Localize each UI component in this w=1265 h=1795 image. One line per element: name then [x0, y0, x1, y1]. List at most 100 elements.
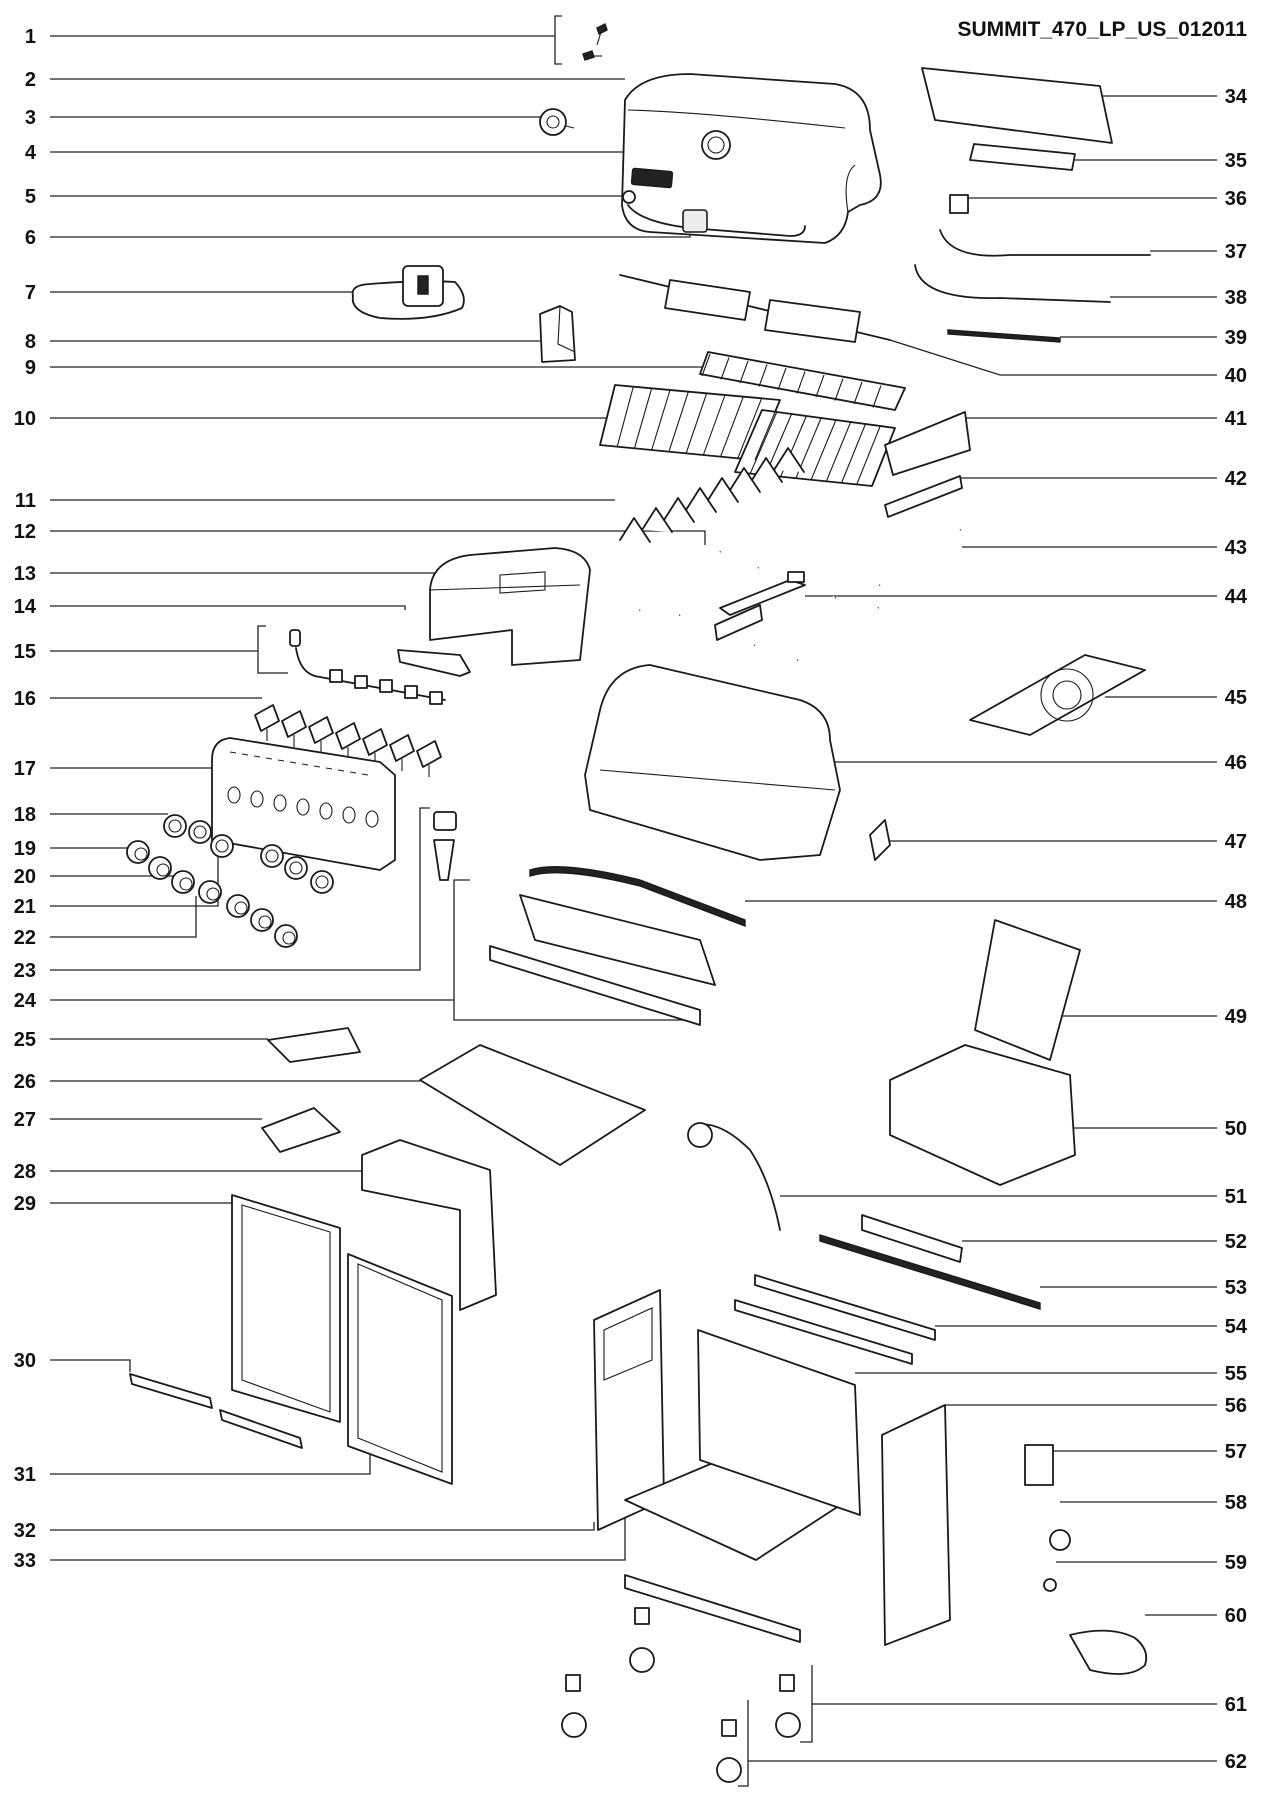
callout-number: 32 [14, 1520, 36, 1542]
callout-number: 43 [1225, 537, 1247, 559]
leader-line [50, 836, 219, 907]
part-thermometer [539, 108, 575, 136]
part-side-burner-box [889, 919, 1081, 1186]
leader-line [50, 1515, 626, 1561]
part-left-door [231, 1194, 341, 1423]
callout-number: 46 [1225, 752, 1247, 774]
leader-line [50, 1522, 595, 1531]
part-handle-35 [969, 143, 1076, 171]
callout-number: 4 [25, 142, 37, 164]
part-front-rail [624, 1574, 801, 1643]
part-rotisserie-spit [619, 274, 891, 343]
callout-number: 5 [25, 186, 36, 208]
part-igniter [433, 811, 457, 881]
leader-line [50, 625, 288, 674]
leader-line [50, 605, 406, 610]
callout-number: 45 [1225, 687, 1247, 709]
part-38 [914, 264, 1111, 303]
callout-number: 48 [1225, 891, 1247, 913]
leader-line [50, 222, 691, 238]
diagram-title: SUMMIT_470_LP_US_012011 [958, 18, 1248, 41]
callout-number: 21 [14, 896, 36, 918]
callout-number: 26 [14, 1071, 36, 1093]
part-57 [1024, 1444, 1054, 1486]
callout-number: 42 [1225, 468, 1247, 490]
leader-line [50, 15, 562, 65]
part-lid [621, 73, 882, 244]
callout-number: 62 [1225, 1751, 1247, 1773]
part-control-housing [429, 547, 591, 666]
callout-number: 44 [1225, 586, 1248, 608]
callout-number: 17 [14, 758, 36, 780]
callout-number: 51 [1225, 1186, 1247, 1208]
part-side-burner [969, 654, 1146, 736]
part-drip-pan [267, 1027, 361, 1063]
part-37 [939, 229, 1151, 257]
leader-line [50, 116, 541, 122]
callout-number: 23 [14, 960, 36, 982]
part-tray [261, 1107, 341, 1153]
callout-number: 50 [1225, 1118, 1247, 1140]
callout-number: 58 [1225, 1492, 1247, 1514]
callout-number: 36 [1225, 188, 1247, 210]
part-back-panel [697, 1329, 861, 1516]
callout-number: 40 [1225, 365, 1247, 387]
part-hose [529, 865, 746, 928]
callout-number: 39 [1225, 327, 1247, 349]
part-60 [1069, 1629, 1148, 1675]
callout-number: 34 [1225, 86, 1248, 108]
part-door-handle-a [129, 1373, 213, 1409]
grill-parts [126, 23, 1151, 1783]
callout-number: 20 [14, 866, 36, 888]
callout-number: 16 [14, 688, 36, 710]
part-catch-pan [419, 1044, 646, 1166]
part-ignition-wires [289, 629, 446, 705]
callout-number: 2 [25, 69, 36, 91]
callout-number: 35 [1225, 150, 1247, 172]
part-regulator [694, 1123, 781, 1231]
callout-number: 19 [14, 838, 36, 860]
callout-number: 14 [14, 596, 37, 618]
part-52 [861, 1214, 963, 1263]
callout-number: 30 [14, 1350, 36, 1372]
callout-number: 57 [1225, 1441, 1247, 1463]
callout-number: 49 [1225, 1006, 1247, 1028]
callout-number: 11 [15, 490, 36, 512]
leader-line [50, 896, 197, 938]
callout-number: 13 [14, 563, 36, 585]
part-flavorizer-bars [619, 447, 805, 543]
leader-line [738, 1700, 1217, 1787]
callout-number: 7 [25, 282, 36, 304]
callout-number: 31 [14, 1464, 36, 1486]
part-motor-bracket [539, 305, 576, 363]
part-44 [714, 571, 806, 641]
part-crossover-channel [397, 649, 471, 677]
callout-number: 8 [25, 331, 36, 353]
callout-number: 6 [25, 227, 36, 249]
callout-number: 27 [14, 1109, 36, 1131]
part-smoker-box [884, 411, 971, 476]
callout-number: 10 [14, 408, 36, 430]
part-39 [947, 329, 1061, 343]
callout-number: 25 [14, 1029, 36, 1051]
part-58 [1049, 1529, 1071, 1551]
part-knobs [126, 814, 334, 948]
part-53 [819, 1234, 1041, 1310]
callout-number: 33 [14, 1550, 36, 1572]
callout-number: 18 [14, 804, 36, 826]
part-rail-lower [734, 1299, 913, 1365]
leader-line [50, 807, 430, 971]
callout-number: 41 [1225, 408, 1247, 430]
callout-leader-lines [50, 15, 1217, 1787]
part-control-panel [211, 737, 396, 871]
part-rear-panel [361, 1139, 497, 1311]
callout-number: 47 [1225, 831, 1247, 853]
callout-number: 55 [1225, 1363, 1247, 1385]
leader-line [50, 1359, 131, 1372]
part-42 [884, 475, 963, 518]
part-manifold-valves [254, 704, 442, 777]
part-rotisserie-motor [351, 265, 465, 320]
callout-number: 3 [25, 107, 36, 129]
leader-line [50, 530, 706, 545]
part-cart-right-side [881, 1404, 951, 1646]
